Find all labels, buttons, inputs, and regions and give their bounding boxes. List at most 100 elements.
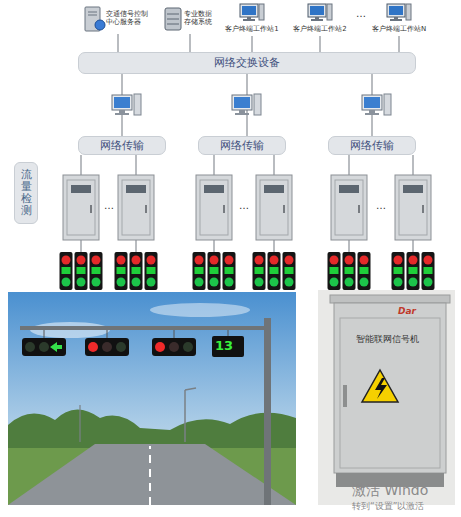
server-icon [85,7,105,31]
street-lamp [79,405,80,442]
band-text: 网络传输 [350,139,394,152]
node-label: 流量检测 [21,169,32,217]
server-label-node: 交通信号控制中心服务器 [82,4,154,34]
signal-head-group [392,252,435,290]
globe [95,20,105,30]
signal-housing [85,338,129,356]
wire [80,240,81,252]
wire [135,155,136,175]
hanger [107,330,108,338]
workstation-node: 客户终端工作站2 [287,2,353,36]
node-label: 客户终端工作站1 [221,25,283,33]
wire [273,240,274,252]
signal-head-group [328,252,371,290]
cloud [150,303,250,317]
storage-slot [167,24,179,25]
wire [213,240,214,252]
lamp-off [169,342,179,352]
signal-housing [22,338,66,356]
sky [8,292,296,505]
cabinet-photo [318,290,455,505]
hanger [44,330,45,338]
signal-cabinet [118,175,154,240]
wire [412,240,413,252]
signal-cabinet [63,175,99,240]
red-lamp [88,342,98,352]
server-slot [88,15,97,16]
workstation-node: 客户终端工作站N [366,2,432,36]
ellipsis: … [239,200,249,212]
workstation-icon [387,4,411,21]
signal-head-group [253,252,296,290]
switch-band: 网络交换设备 [78,52,416,74]
workstation-icon [240,4,264,21]
ellipsis: … [356,8,366,20]
storage-slot [167,19,179,20]
computer-icon [362,94,391,115]
signal-pole [264,318,271,505]
node-label: 交通信号控制中心服务器 [106,10,150,27]
photo-signal-heads [22,330,244,357]
wire [80,155,81,175]
countdown-number: 13 [215,338,233,354]
node-label: 客户终端工作站2 [289,25,351,33]
cabinet-wires [81,155,413,252]
node-label: 专业数据存储系统 [184,10,216,27]
network-line [319,36,320,52]
transmission-band: 网络传输 [328,136,416,155]
signal-cabinet [196,175,232,240]
lamp-off [116,342,126,352]
signal-cabinet [256,175,292,240]
watermark: 激活 Windo [352,482,428,499]
lamp-off [25,342,35,352]
cabinet-door [340,318,440,468]
storage-icon [165,8,181,30]
road [8,444,296,505]
wire [135,240,136,252]
wire [412,155,413,175]
wire [348,155,349,175]
storage-box [165,8,181,30]
photo-ground [318,290,455,505]
ellipsis: … [104,200,114,212]
red-lamp [155,342,165,352]
brand-logo: Dar [398,306,416,317]
network-line [189,34,190,52]
street-lamp [184,390,186,442]
signal-cabinet [395,175,431,240]
hanger [174,330,175,338]
cabinet-cap [330,295,450,303]
band-text: 网络交换设备 [214,56,280,69]
network-line [117,34,118,52]
workstation-node: 客户终端工作站1 [219,2,285,36]
cabinet-body [334,303,446,473]
ellipsis: … [376,200,386,212]
lamp-off [183,342,193,352]
green-arrow [50,342,62,352]
road-photo [8,292,296,505]
storage-slot [167,14,179,15]
signal-arm [20,326,270,330]
network-line [251,36,252,52]
street-lamp [185,388,196,390]
signal-cabinet [331,175,367,240]
cabinet-handle [343,385,347,407]
flow-detection-box: 流量检测 [14,162,38,224]
network-line [398,36,399,52]
cabinet-title: 智能联网信号机 [356,334,419,345]
workstation-icon [308,4,332,21]
server-slot [88,12,97,13]
countdown-housing [212,336,244,357]
node-label: 客户终端工作站N [368,25,430,33]
signal-head-group [193,252,236,290]
wire [213,155,214,175]
band-text: 网络传输 [220,139,264,152]
storage-label-node: 专业数据存储系统 [162,4,218,34]
computer-icon [232,94,261,115]
band-text: 网络传输 [100,139,144,152]
signal-head-group [60,252,103,290]
hanger [228,330,229,336]
